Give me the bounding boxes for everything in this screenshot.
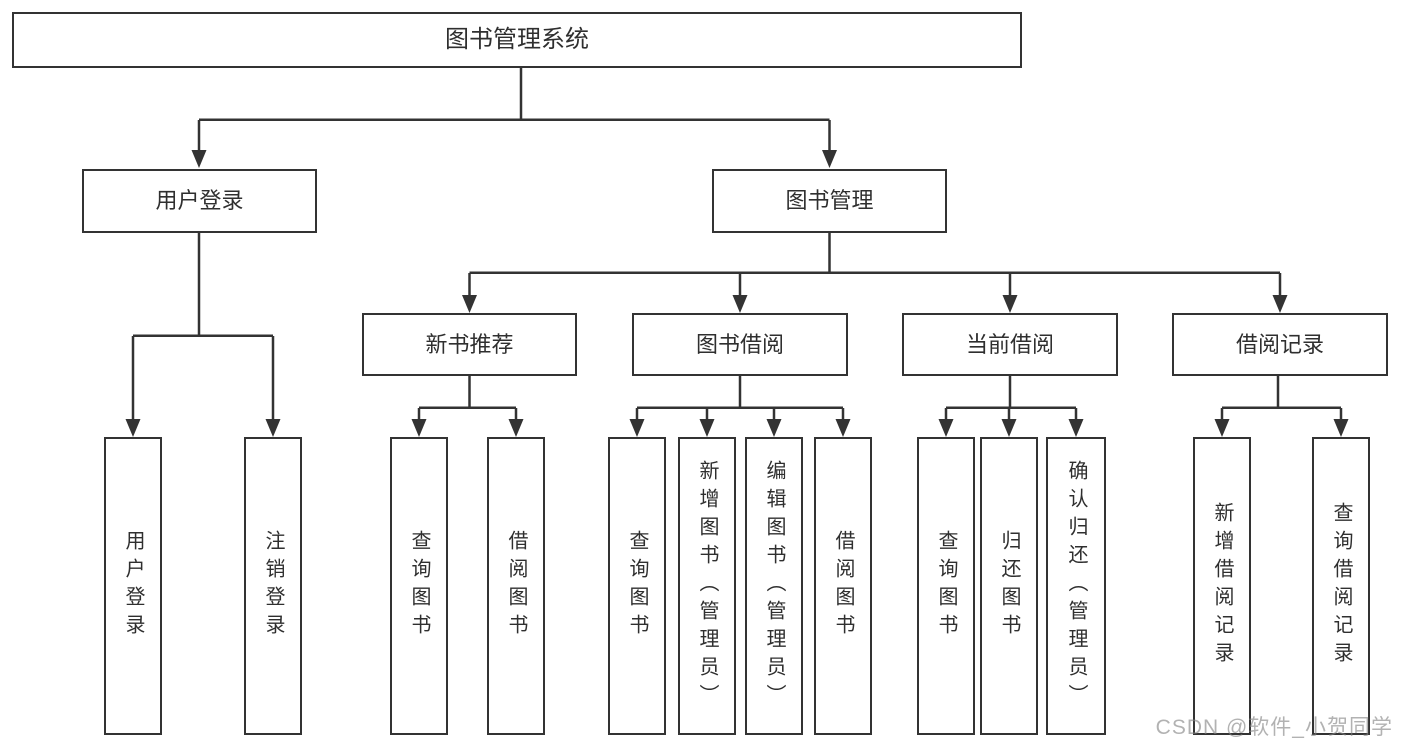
leaf-query-books-borrow: 查询图书 (608, 437, 666, 735)
node-book-borrow: 图书借阅 (632, 313, 848, 376)
connector-bookmgmt-to-level2 (468, 233, 1282, 297)
node-root: 图书管理系统 (12, 12, 1022, 68)
leaf-query-books-newbook-label: 查询图书 (408, 530, 430, 642)
leaf-confirm-return-admin-label: 确认归还（管理员） (1065, 460, 1087, 712)
node-borrow-records-label: 借阅记录 (1235, 331, 1324, 357)
node-new-book-recommend-label: 新书推荐 (425, 331, 514, 357)
leaf-borrow-books-newbook-label: 借阅图书 (505, 530, 527, 642)
node-book-borrow-label: 图书借阅 (695, 331, 784, 357)
leaf-confirm-return-admin: 确认归还（管理员） (1046, 437, 1106, 735)
connector-newbook-to-leaves (417, 376, 518, 421)
csdn-watermark: CSDN @软件_小贺同学 (1155, 716, 1393, 739)
leaf-query-borrow-record-label: 查询借阅记录 (1330, 502, 1352, 670)
leaf-add-books-admin: 新增图书（管理员） (678, 437, 736, 735)
leaf-add-books-admin-label: 新增图书（管理员） (696, 460, 718, 712)
node-current-borrow: 当前借阅 (902, 313, 1118, 376)
leaf-edit-books-admin-label: 编辑图书（管理员） (763, 460, 785, 712)
leaf-borrow-books-label: 借阅图书 (832, 530, 854, 642)
connector-root-to-level1 (197, 68, 831, 152)
node-root-label: 图书管理系统 (445, 26, 589, 53)
node-book-management: 图书管理 (712, 169, 947, 233)
connector-records-to-leaves (1220, 376, 1343, 421)
leaf-return-books: 归还图书 (980, 437, 1038, 735)
leaf-query-books-borrow-label: 查询图书 (626, 530, 648, 642)
leaf-borrow-books: 借阅图书 (814, 437, 872, 735)
node-new-book-recommend: 新书推荐 (362, 313, 577, 376)
node-user-login: 用户登录 (82, 169, 317, 233)
leaf-edit-books-admin: 编辑图书（管理员） (745, 437, 803, 735)
leaf-return-books-label: 归还图书 (998, 530, 1020, 642)
node-book-management-label: 图书管理 (785, 188, 874, 213)
leaf-query-books-current: 查询图书 (917, 437, 975, 735)
connector-currentborrow-to-leaves (944, 376, 1078, 421)
leaf-logout: 注销登录 (244, 437, 302, 735)
arrowheads (125, 150, 1349, 437)
leaf-logout-label: 注销登录 (262, 530, 284, 642)
connector-bookborrow-to-leaves (635, 376, 845, 421)
leaf-query-books-newbook: 查询图书 (390, 437, 448, 735)
leaf-query-books-current-label: 查询图书 (935, 530, 957, 642)
node-current-borrow-label: 当前借阅 (965, 331, 1054, 357)
connector-userlogin-to-leaves (131, 233, 275, 421)
leaf-add-borrow-record-label: 新增借阅记录 (1211, 502, 1233, 670)
node-user-login-label: 用户登录 (155, 188, 244, 213)
leaf-user-login-label: 用户登录 (122, 530, 144, 642)
leaf-borrow-books-newbook: 借阅图书 (487, 437, 545, 735)
leaf-user-login: 用户登录 (104, 437, 162, 735)
node-borrow-records: 借阅记录 (1172, 313, 1388, 376)
leaf-add-borrow-record: 新增借阅记录 (1193, 437, 1251, 735)
leaf-query-borrow-record: 查询借阅记录 (1312, 437, 1370, 735)
